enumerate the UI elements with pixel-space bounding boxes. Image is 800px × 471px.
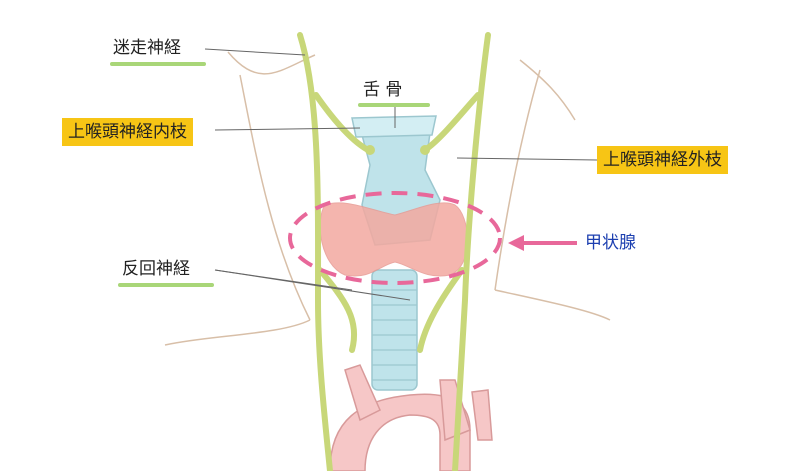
label-internal-branch: 上喉頭神経内枝 — [62, 118, 193, 146]
leader-lines — [204, 48, 598, 301]
underline-recurrent — [118, 283, 214, 287]
thyroid-highlight-ellipse — [288, 191, 502, 285]
label-recurrent-nerve: 反回神経 — [122, 259, 190, 279]
underline-vagus — [110, 62, 206, 66]
trachea — [371, 269, 418, 391]
label-hyoid-bone: 舌 骨 — [363, 80, 403, 100]
nerves — [297, 32, 491, 471]
label-external-branch: 上喉頭神経外枝 — [597, 146, 728, 174]
label-vagus-nerve: 迷走神経 — [113, 38, 181, 58]
brachiocephalic-artery — [344, 364, 381, 422]
underline-hyoid — [358, 103, 430, 107]
left-subclavian-artery — [439, 379, 471, 442]
trachea-rings — [372, 289, 417, 381]
label-thyroid: 甲状腺 — [585, 233, 636, 253]
thyroid-pointer-arrow — [508, 235, 577, 251]
nerve-node-right — [420, 145, 430, 155]
nerve-node-left — [365, 145, 375, 155]
hyoid-bone — [351, 115, 437, 138]
body-outline — [164, 51, 611, 346]
right-artery-branch — [471, 389, 493, 441]
